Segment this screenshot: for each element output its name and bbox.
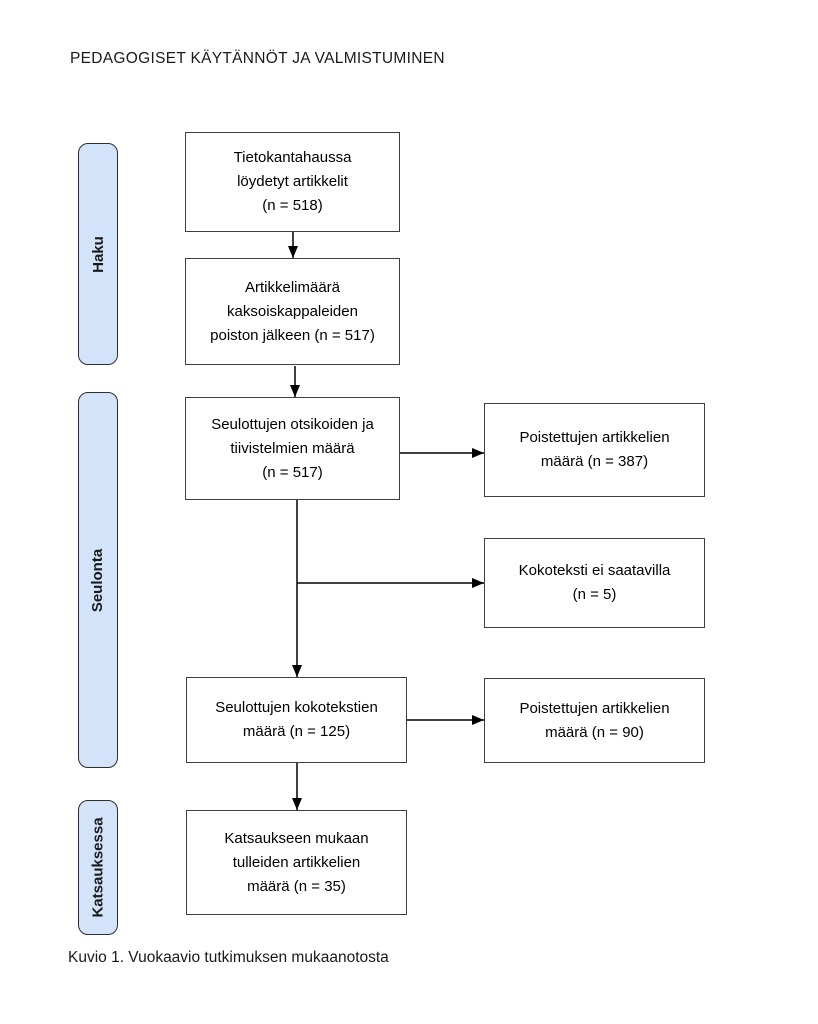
- box-text-line: määrä (n = 387): [540, 453, 649, 470]
- flow-box-after-duplicates-removed: Artikkelimäärä kaksoiskappaleiden poisto…: [185, 258, 400, 365]
- flow-box-articles-removed-90: Poistettujen artikkelien määrä (n = 90): [484, 678, 705, 763]
- flow-box-fulltext-unavailable: Kokoteksti ei saatavilla (n = 5): [484, 538, 705, 628]
- box-text-line: Poistettujen artikkelien: [519, 699, 670, 717]
- stage-label-text: Seulonta: [89, 548, 107, 612]
- box-text-line: Artikkelimäärä: [244, 278, 341, 296]
- figure-caption: Kuvio 1. Vuokaavio tutkimuksen mukaanoto…: [68, 949, 389, 966]
- flow-box-included-in-review: Katsaukseen mukaan tulleiden artikkelien…: [186, 810, 407, 915]
- stage-label-text: Haku: [89, 235, 107, 273]
- box-text-line: löydetyt artikkelit: [237, 173, 348, 190]
- box-text-line: (n = 5): [572, 586, 617, 603]
- box-text-line: Katsaukseen mukaan: [224, 829, 369, 847]
- box-text-line: määrä (n = 125): [242, 723, 351, 740]
- box-text-line: tulleiden artikkelien: [232, 853, 361, 871]
- flow-box-fulltexts-screened: Seulottujen kokotekstien määrä (n = 125): [186, 677, 407, 763]
- box-text-line: Seulottujen kokotekstien: [215, 699, 378, 716]
- box-text-line: Tietokantahaussa: [233, 149, 352, 166]
- flow-box-articles-removed-387: Poistettujen artikkelien määrä (n = 387): [484, 403, 705, 497]
- box-text-line: (n = 518): [262, 197, 323, 214]
- box-text-line: määrä (n = 35): [247, 877, 346, 895]
- flow-box-titles-abstracts-screened: Seulottujen otsikoiden ja tiivistelmien …: [185, 397, 400, 500]
- stage-label-katsauksessa: Katsauksessa: [78, 800, 118, 935]
- box-text-line: Kokoteksti ei saatavilla: [518, 562, 671, 579]
- box-text-line: määrä (n = 90): [545, 723, 644, 741]
- stage-label-text: Katsauksessa: [89, 817, 107, 918]
- box-text-line: Seulottujen otsikoiden ja: [211, 415, 374, 433]
- box-text-line: Poistettujen artikkelien: [519, 429, 670, 446]
- box-text-line: poiston jälkeen (n = 517): [210, 326, 375, 344]
- box-text-line: (n = 517): [262, 463, 323, 481]
- box-text-line: tiivistelmien määrä: [230, 439, 355, 457]
- stage-label-seulonta: Seulonta: [78, 392, 118, 768]
- box-text-line: kaksoiskappaleiden: [227, 302, 358, 320]
- stage-label-haku: Haku: [78, 143, 118, 365]
- flow-box-database-search: Tietokantahaussa löydetyt artikkelit (n …: [185, 132, 400, 232]
- page-title: PEDAGOGISET KÄYTÄNNÖT JA VALMISTUMINEN: [70, 50, 445, 67]
